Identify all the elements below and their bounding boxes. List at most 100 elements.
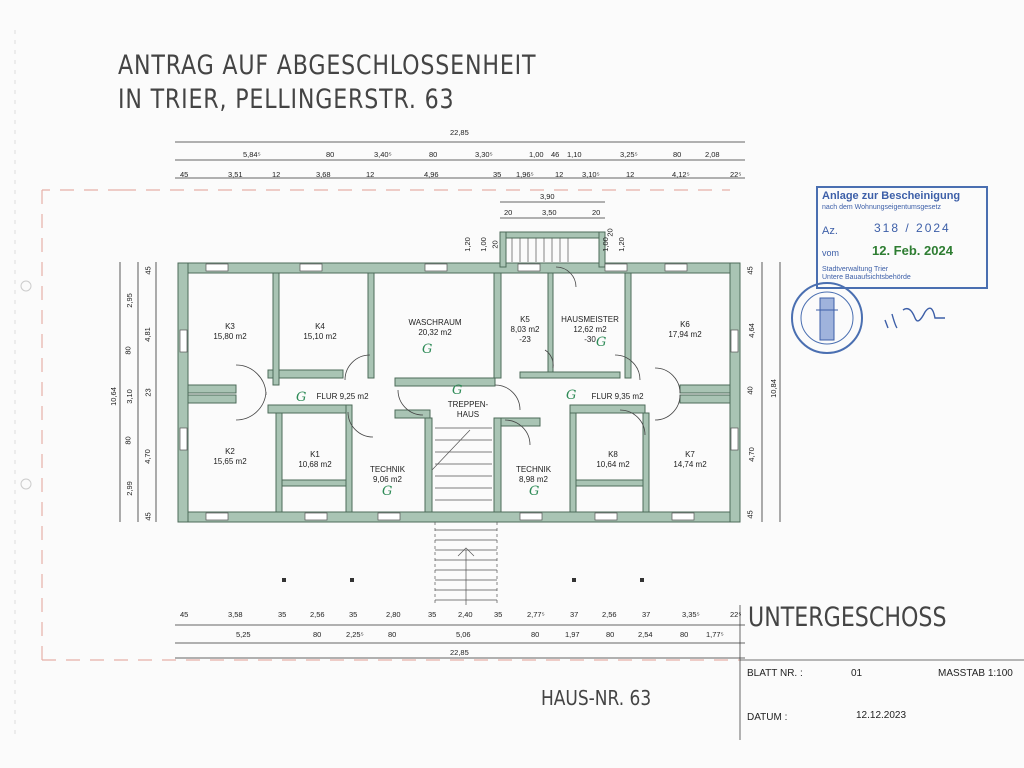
dim-bottom-row2: 5,06 xyxy=(456,630,471,639)
dim-stair: 20 xyxy=(592,208,601,217)
stamp-subtitle: nach dem Wohnungseigentumsgesetz xyxy=(822,204,941,211)
dim-left: 2,95 xyxy=(124,293,134,308)
dim-left: 3,10 xyxy=(124,389,134,404)
dim-top-row2: 3,30⁵ xyxy=(475,150,493,159)
stamp-title: Anlage zur Bescheinigung xyxy=(822,190,961,202)
dim-right: 45 xyxy=(745,510,755,519)
dim-top-row3: 12 xyxy=(555,170,564,179)
dim-bottom-row1: 37 xyxy=(570,610,579,619)
stamp-az-label: Az. xyxy=(822,225,838,237)
datum-label: DATUM : xyxy=(747,712,788,723)
dim-top-row3: 45 xyxy=(180,170,189,179)
dim-top-row3: 22⁵ xyxy=(730,170,742,179)
dim-top-row3: 4,96 xyxy=(424,170,439,179)
dim-top-row3: 1,96⁵ xyxy=(516,170,534,179)
g-mark: G xyxy=(382,484,393,499)
dim-top-row2: 5,84⁵ xyxy=(243,150,261,159)
dim-total-bottom: 22,85 xyxy=(450,648,469,657)
dim-top-row3: 35 xyxy=(493,170,502,179)
dim-right: 10,84 xyxy=(768,379,778,398)
dim-bottom-row1: 37 xyxy=(642,610,651,619)
dim-left: 23 xyxy=(143,388,153,397)
dim-bottom-row1: 2,56 xyxy=(310,610,325,619)
dim-right: 45 xyxy=(745,266,755,275)
g-mark: G xyxy=(452,383,463,398)
floor-label: UNTERGESCHOSS xyxy=(748,602,947,633)
room-treppenhaus: TREPPEN-HAUS xyxy=(447,400,489,419)
dim-top-row2: 1,00 xyxy=(529,150,544,159)
dim-left: 45 xyxy=(143,266,153,275)
dim-top-row3: 3,10⁵ xyxy=(582,170,600,179)
dim-bottom-row2: 5,25 xyxy=(236,630,251,639)
dim-stair: 3,90 xyxy=(540,192,555,201)
dim-bottom-row1: 45 xyxy=(180,610,189,619)
dim-top-row2: 80 xyxy=(326,150,335,159)
dim-bottom-row1: 3,35⁵ xyxy=(682,610,700,619)
dim-stair: 20 xyxy=(605,228,615,237)
dim-bottom-row2: 2,54 xyxy=(638,630,653,639)
title-line-1: ANTRAG AUF ABGESCHLOSSENHEIT xyxy=(118,50,537,81)
dim-bottom-row2: 80 xyxy=(531,630,540,639)
dim-left: 80 xyxy=(123,436,133,445)
dim-bottom-row2: 80 xyxy=(680,630,689,639)
dim-bottom-row1: 35 xyxy=(428,610,437,619)
dim-top-row2: 3,25⁵ xyxy=(620,150,638,159)
dim-bottom-row1: 2,80 xyxy=(386,610,401,619)
dim-right: 40 xyxy=(745,386,755,395)
dim-bottom-row2: 2,25⁵ xyxy=(346,630,364,639)
dim-bottom-row1: 2,56 xyxy=(602,610,617,619)
dim-stair: 1,20 xyxy=(616,237,626,252)
title-line-2: IN TRIER, PELLINGERSTR. 63 xyxy=(118,84,455,115)
dim-stair: 1,00 xyxy=(600,237,610,252)
stamp-az-value: 318 / 2024 xyxy=(874,221,951,235)
dim-bottom-row1: 2,40 xyxy=(458,610,473,619)
dim-top-row2: 2,08 xyxy=(705,150,720,159)
blatt-label: BLATT NR. : xyxy=(747,668,803,679)
dim-bottom-row1: 2,77⁵ xyxy=(527,610,545,619)
dim-bottom-row2: 80 xyxy=(606,630,615,639)
dim-bottom-row2: 80 xyxy=(388,630,397,639)
approval-stamp: Anlage zur Bescheinigung nach dem Wohnun… xyxy=(816,186,988,289)
dim-stair: 20 xyxy=(504,208,513,217)
dim-top-row2: 80 xyxy=(429,150,438,159)
room-flur-right: FLUR 9,35 m2 xyxy=(591,392,644,401)
dim-stair: 1,20 xyxy=(462,237,472,252)
stamp-date: 12. Feb. 2024 xyxy=(872,243,953,258)
dim-bottom-row2: 1,77⁵ xyxy=(706,630,724,639)
dim-bottom-row2: 80 xyxy=(313,630,322,639)
g-mark: G xyxy=(296,390,307,405)
dim-bottom-row2: 1,97 xyxy=(565,630,580,639)
scale: MASSTAB 1:100 xyxy=(938,668,1013,679)
g-mark: G xyxy=(529,484,540,499)
dim-right: 4,64 xyxy=(746,323,756,338)
dim-total-top: 22,85 xyxy=(450,128,469,137)
dim-left: 45 xyxy=(143,512,153,521)
dim-right: 4,70 xyxy=(746,447,756,462)
stamp-vom-label: vom xyxy=(822,248,840,258)
dim-bottom-row1: 35 xyxy=(278,610,287,619)
dim-bottom-row1: 3,58 xyxy=(228,610,243,619)
dim-bottom-row1: 35 xyxy=(494,610,503,619)
datum-value: 12.12.2023 xyxy=(856,710,907,721)
dim-stair: 20 xyxy=(490,240,500,249)
dim-top-row2: 46 xyxy=(551,150,560,159)
dim-left: 2,99 xyxy=(124,481,134,496)
dim-top-row2: 3,40⁵ xyxy=(374,150,392,159)
dim-left: 10,64 xyxy=(108,387,118,406)
dim-bottom-row1: 35 xyxy=(349,610,358,619)
dim-top-row3: 4,12⁵ xyxy=(672,170,690,179)
dim-top-row3: 12 xyxy=(272,170,281,179)
